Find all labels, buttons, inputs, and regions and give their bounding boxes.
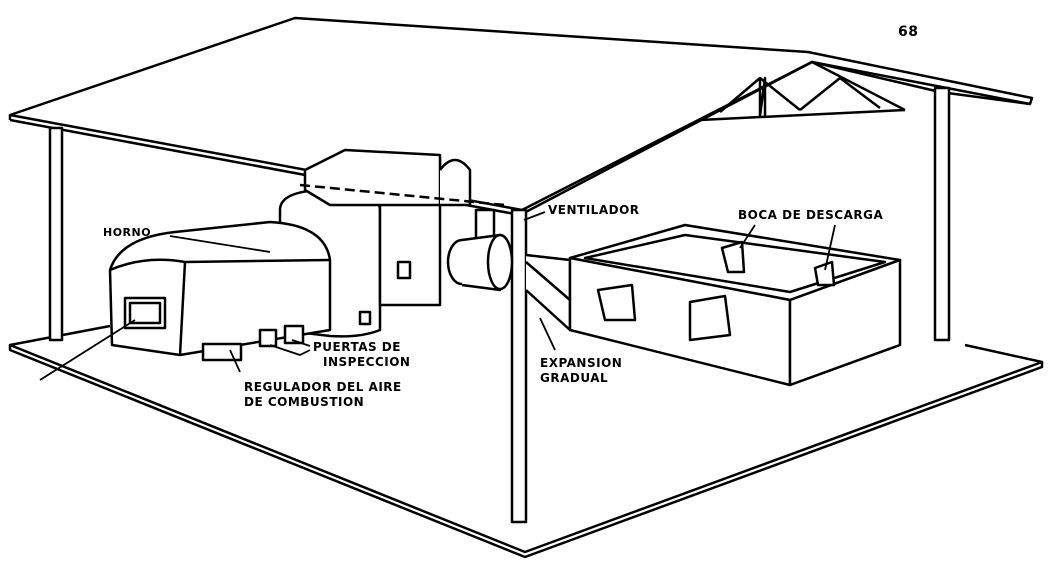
drying-bin (568, 223, 902, 387)
page-number: 68 (898, 24, 919, 40)
label-regulador-line1: REGULADOR DEL AIRE (244, 380, 402, 394)
label-boca-de-descarga: BOCA DE DESCARGA (738, 208, 884, 222)
leader-lines (39, 211, 836, 381)
roof (8, 16, 1034, 217)
label-puertas-line1: PUERTAS DE (313, 340, 401, 354)
furnace-horno (108, 220, 332, 362)
fan-ventilador (446, 208, 572, 332)
label-expansion-line2: GRADUAL (540, 371, 609, 385)
label-puertas-line2: INSPECCION (323, 355, 411, 369)
label-ventilador: VENTILADOR (548, 203, 640, 217)
label-expansion-line1: EXPANSION (540, 356, 623, 370)
floor-slab (8, 324, 1044, 559)
posts (48, 86, 951, 524)
label-regulador-line2: DE COMBUSTION (244, 395, 365, 409)
label-horno: HORNO (103, 226, 152, 239)
